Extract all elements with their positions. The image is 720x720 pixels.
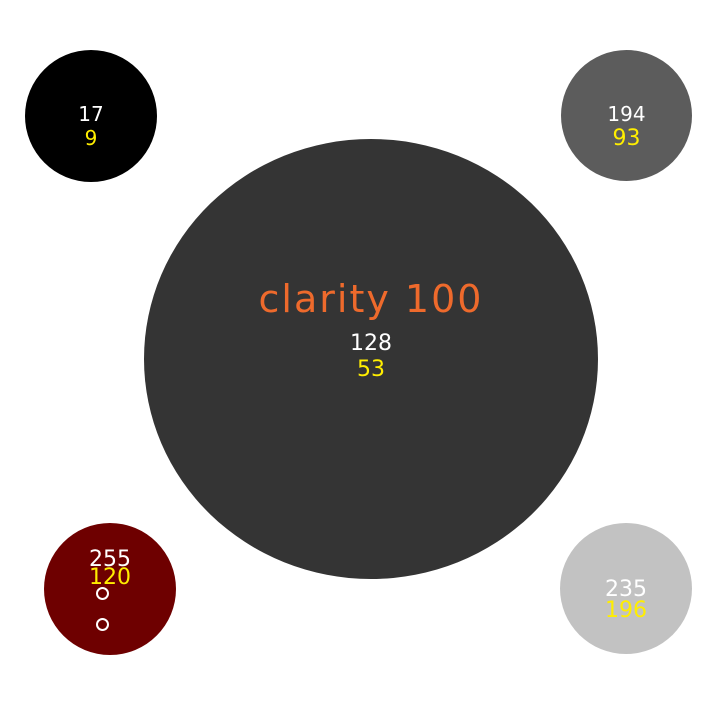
swatch-top-right-secondary-value: 93 — [612, 126, 641, 151]
swatch-center: clarity 100 128 53 — [144, 139, 598, 579]
swatch-top-right-value: 194 — [607, 102, 646, 126]
swatch-bottom-right-value: 235 — [605, 577, 647, 602]
swatch-bottom-left-value: 255 — [89, 547, 131, 572]
swatch-bottom-right: 235 196 — [560, 523, 692, 654]
swatch-bottom-left: 255 120 — [44, 523, 176, 655]
ring-marker-icon — [96, 587, 109, 600]
swatch-center-value: 128 — [350, 331, 392, 356]
swatch-top-left: 17 9 — [25, 50, 157, 182]
swatch-top-left-secondary-value: 9 — [84, 126, 98, 150]
swatch-top-right: 194 93 — [561, 50, 692, 181]
swatch-bottom-right-secondary-value: 196 — [605, 598, 647, 623]
swatch-bottom-left-secondary-value: 120 — [89, 565, 131, 590]
ring-marker-icon — [96, 618, 109, 631]
swatch-top-left-value: 17 — [78, 102, 104, 126]
center-title: clarity 100 — [258, 277, 484, 321]
swatch-center-secondary-value: 53 — [357, 357, 385, 382]
